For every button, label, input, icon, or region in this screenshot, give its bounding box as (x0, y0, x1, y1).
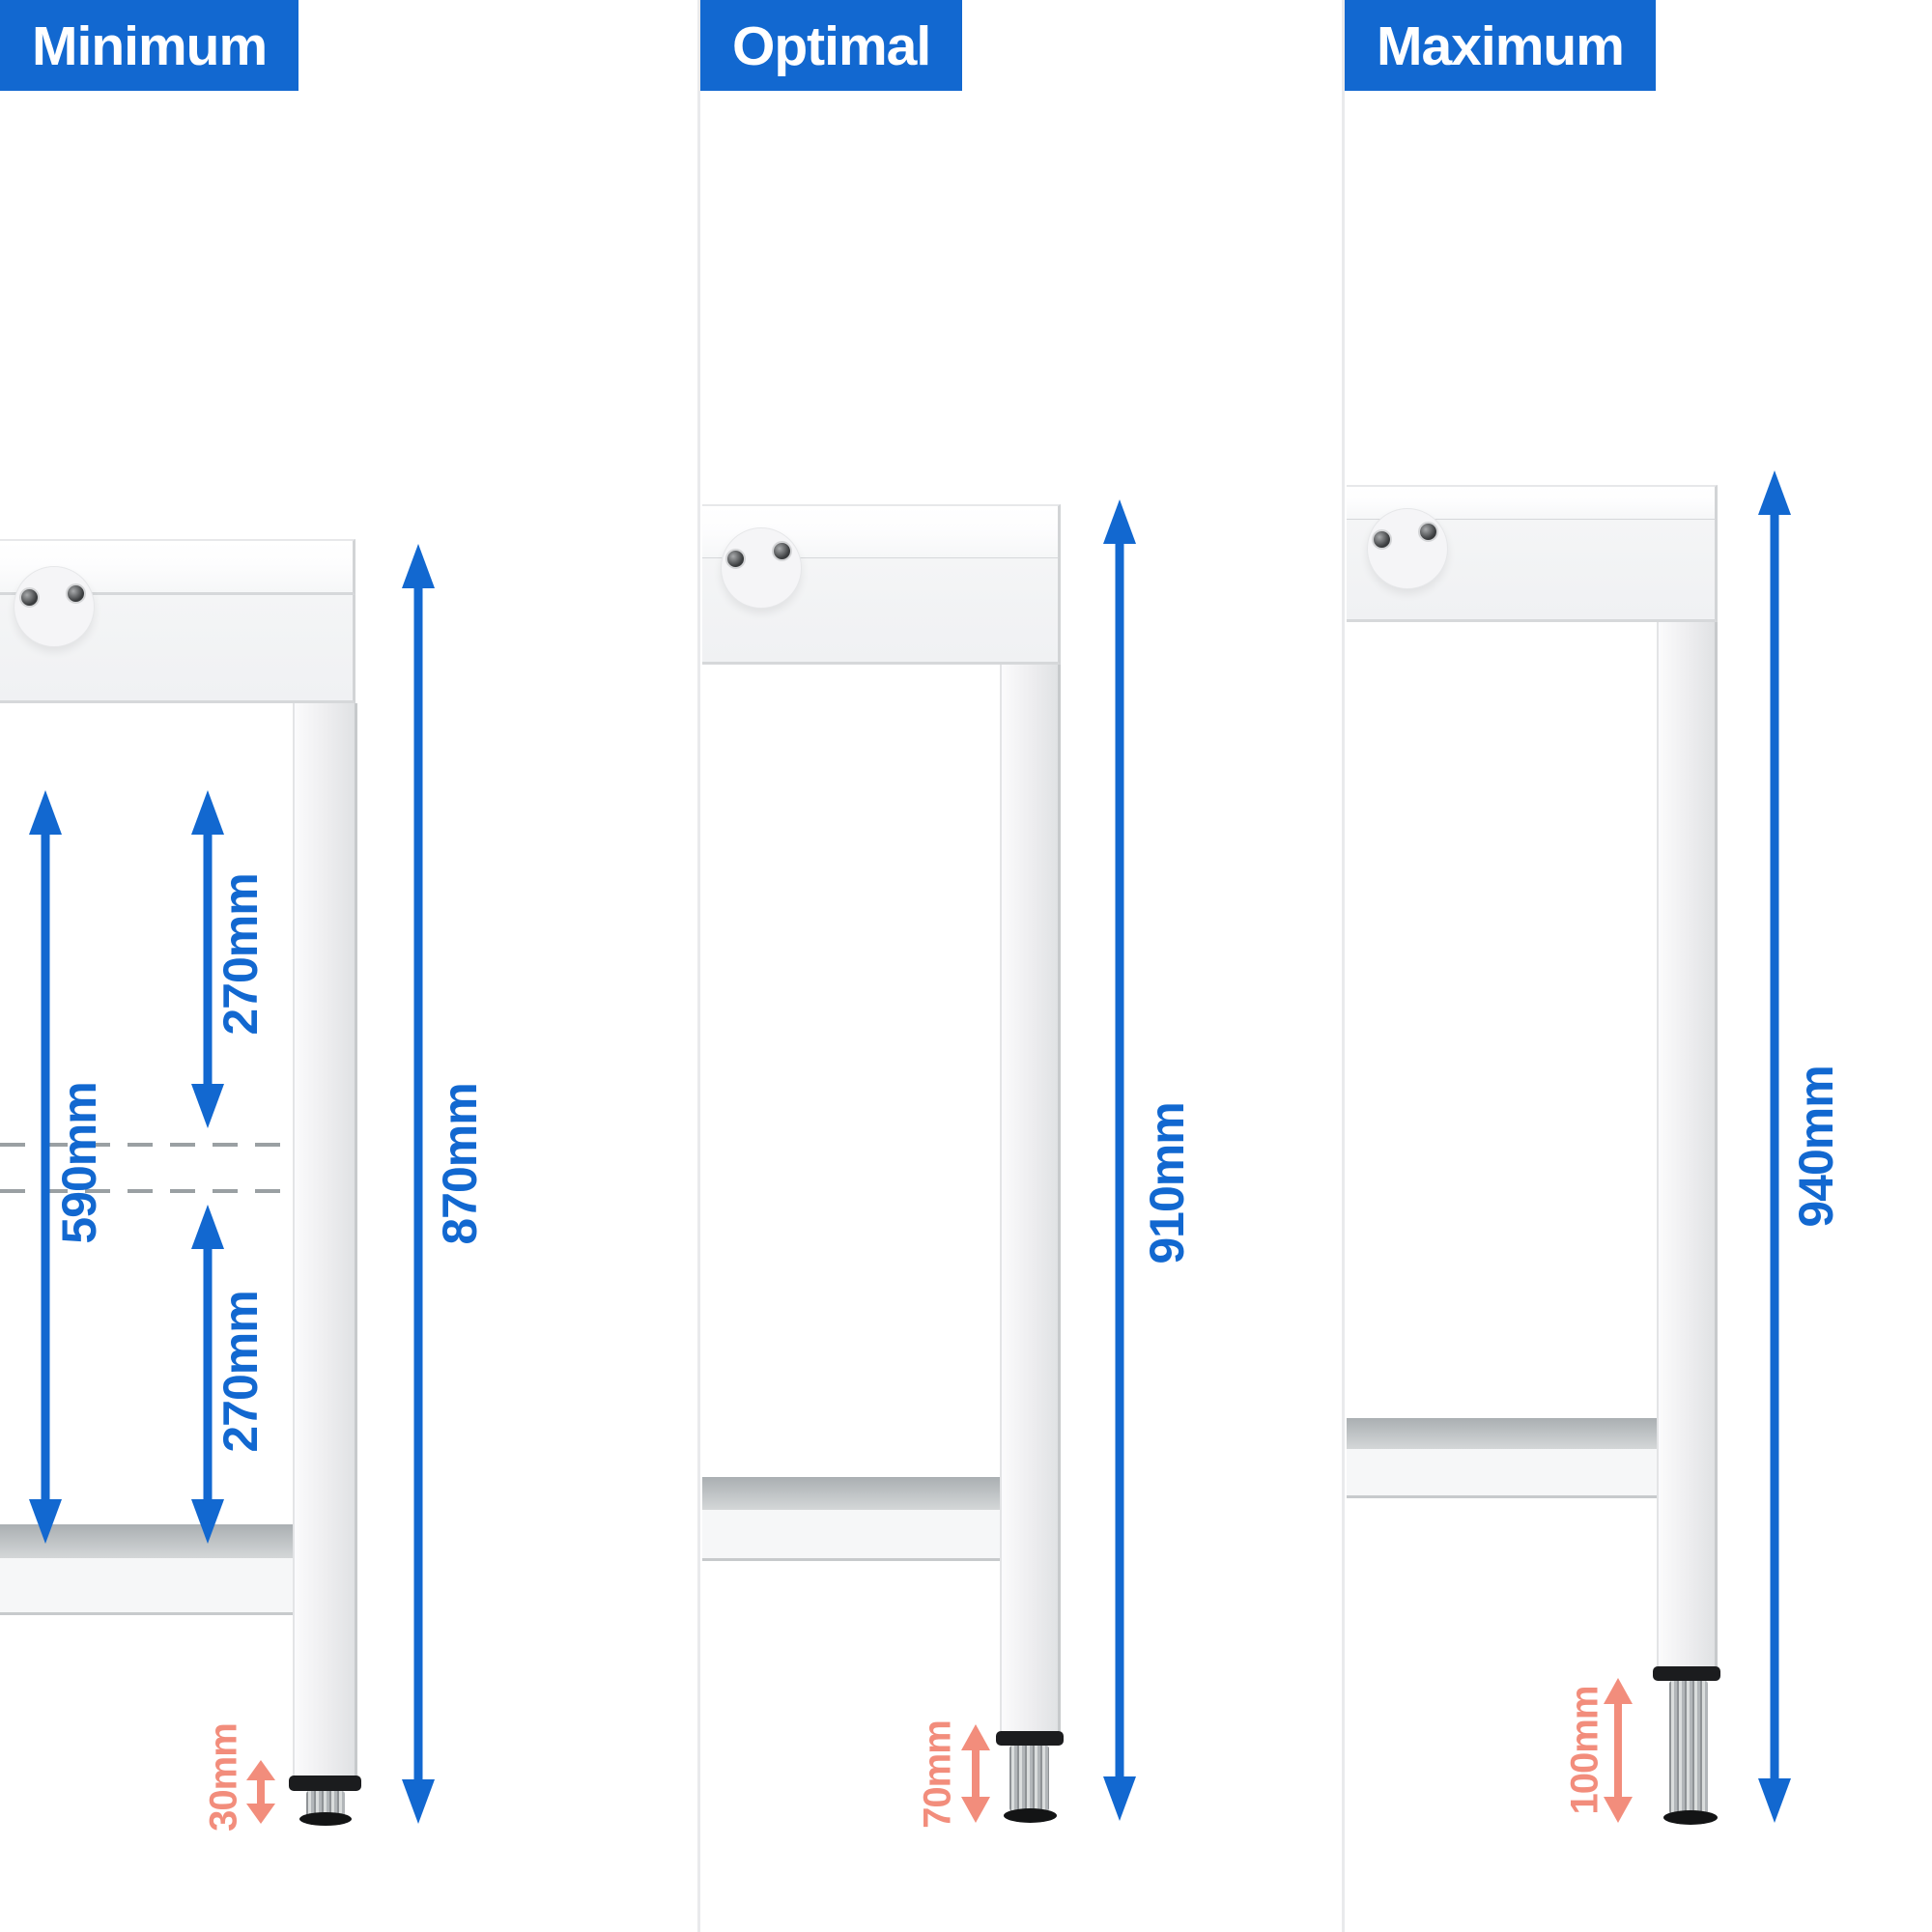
mounting-bracket (14, 566, 95, 647)
table-leg (1000, 665, 1061, 1731)
under-shelf-top (1347, 1418, 1657, 1449)
clearance-upper-arrow (191, 790, 224, 1128)
shelf-position-dashed-line (0, 1189, 293, 1193)
screw-icon (1418, 522, 1438, 542)
foot-collar (996, 1731, 1064, 1746)
foot-base (1663, 1810, 1718, 1825)
total-height-label: 910mm (1140, 1102, 1194, 1264)
screw-icon (66, 583, 86, 604)
total-height-arrow (1103, 499, 1136, 1821)
shelf-position-dashed-line (0, 1143, 293, 1147)
header-badge-minimum: Minimum (0, 0, 299, 91)
clearance-lower-arrow (191, 1205, 224, 1544)
header-badge-optimal: Optimal (700, 0, 963, 91)
foot-adjust-arrow (246, 1760, 275, 1824)
header-badge-maximum: Maximum (1345, 0, 1656, 91)
foot-adjust-label: 30mm (202, 1723, 245, 1832)
under-shelf-front (0, 1558, 293, 1615)
total-height-arrow (1758, 470, 1791, 1823)
foot-base (299, 1812, 352, 1826)
clearance-total-label: 590mm (52, 1082, 106, 1244)
table-leg (1657, 622, 1718, 1666)
under-shelf-front (702, 1510, 1000, 1561)
under-shelf-top (702, 1477, 1000, 1510)
total-height-label: 870mm (433, 1083, 487, 1245)
screw-icon (725, 549, 746, 569)
clearance-lower-label: 270mm (213, 1291, 268, 1453)
under-shelf-front (1347, 1449, 1657, 1498)
foot-adjust-arrow (961, 1724, 990, 1823)
clearance-upper-label: 270mm (213, 873, 268, 1036)
table-leg (293, 703, 357, 1776)
foot-adjust-arrow (1604, 1678, 1633, 1823)
foot-adjust-label: 100mm (1563, 1686, 1606, 1815)
total-height-label: 940mm (1789, 1065, 1843, 1228)
screw-icon (1372, 529, 1392, 550)
foot-adjust-label: 70mm (916, 1720, 959, 1829)
adjustable-foot (1669, 1681, 1708, 1814)
foot-base (1004, 1808, 1057, 1823)
screw-icon (19, 587, 40, 608)
total-height-arrow (402, 544, 435, 1824)
foot-collar (1653, 1666, 1720, 1681)
screw-icon (772, 541, 792, 561)
table-apron (702, 558, 1061, 665)
clearance-total-arrow (29, 790, 62, 1544)
foot-collar (289, 1776, 361, 1791)
panel-divider (1342, 0, 1345, 1932)
panel-divider (697, 0, 700, 1932)
adjustable-foot (1009, 1746, 1049, 1811)
